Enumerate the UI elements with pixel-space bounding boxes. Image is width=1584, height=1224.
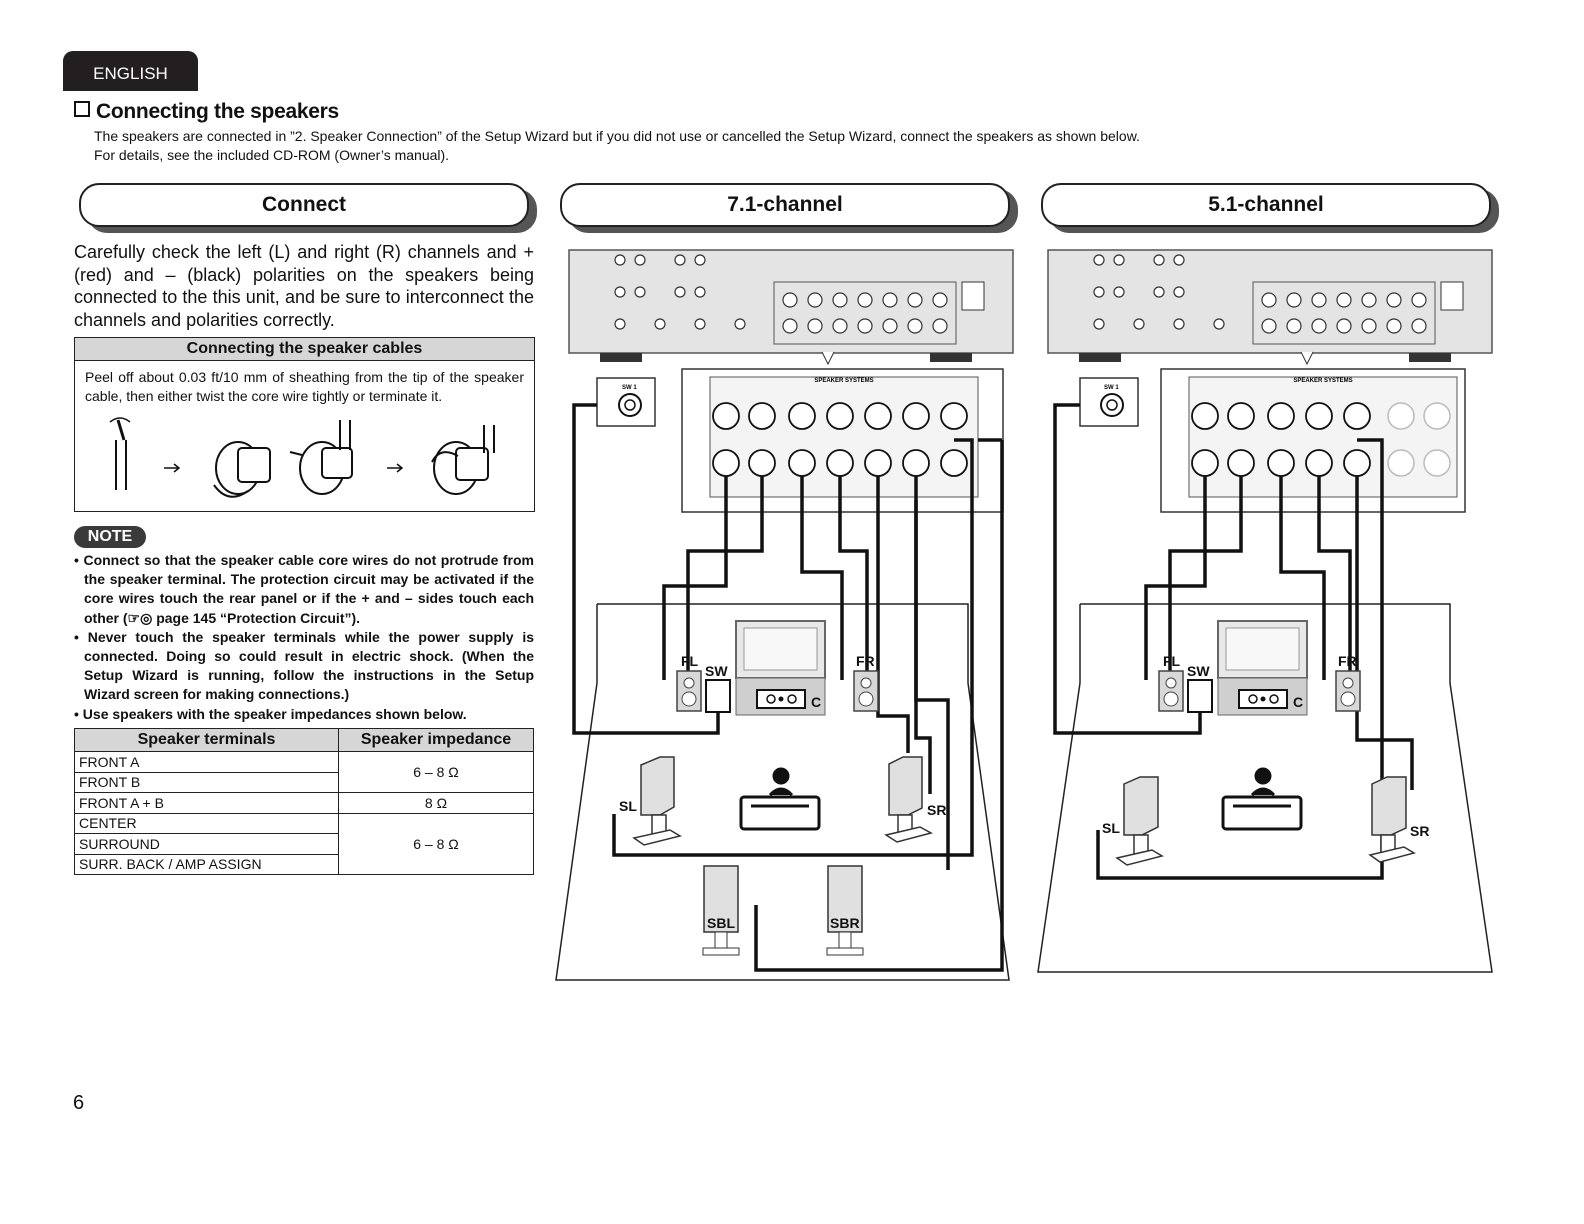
label-c: C <box>811 694 821 710</box>
speaker-wires-71 <box>572 403 1004 972</box>
terminal-cell: SURROUND <box>74 833 339 855</box>
note-list: Connect so that the speaker cable core w… <box>74 551 534 724</box>
terminal-cell: SURR. BACK / AMP ASSIGN <box>74 853 339 875</box>
center-speaker-icon-51 <box>1238 689 1288 709</box>
surround-left-speaker-icon-51 <box>1115 776 1164 866</box>
intro-line-1: The speakers are connected in ”2. Speake… <box>94 128 1140 144</box>
page-number: 6 <box>73 1092 85 1114</box>
label-sr: SR <box>927 802 946 818</box>
subwoofer-icon-71 <box>705 679 731 713</box>
terminal-title: SPEAKER SYSTEMS <box>814 378 873 384</box>
tv-icon-71 <box>735 620 826 716</box>
impedance-cell: 6 – 8 Ω <box>338 812 534 875</box>
channel-71-heading: 7.1-channel <box>560 183 1010 227</box>
impedance-table: Speaker terminals Speaker impedance FRON… <box>74 728 534 875</box>
speaker-cable-instructions: Peel off about 0.03 ft/10 mm of sheathin… <box>85 369 524 404</box>
label-sw: SW <box>1187 663 1210 679</box>
terminal-cell: CENTER <box>74 812 339 834</box>
front-left-speaker-icon-51 <box>1158 670 1184 712</box>
center-speaker-icon-71 <box>756 689 806 709</box>
surround-right-speaker-icon-51 <box>1368 776 1416 863</box>
label-sl: SL <box>1102 820 1120 836</box>
speaker-wires-51 <box>1053 403 1414 880</box>
terminal-title: SPEAKER SYSTEMS <box>1293 378 1352 384</box>
front-left-speaker-icon-71 <box>676 670 702 712</box>
language-tab: ENGLISH <box>63 51 198 91</box>
speaker-terminals-71: SPEAKER SYSTEMS <box>681 368 1004 513</box>
tv-icon-51 <box>1217 620 1308 716</box>
room-outline-71 <box>555 603 1010 981</box>
section-title-text: Connecting the speakers <box>96 100 339 123</box>
speaker-cable-title: Connecting the speaker cables <box>75 338 534 361</box>
surround-left-speaker-icon-71 <box>632 756 682 846</box>
subwoofer-port-51: SW 1 <box>1079 377 1139 427</box>
receiver-rear-panel-51 <box>1047 249 1493 362</box>
receiver-rear-panel-71 <box>568 249 1014 362</box>
sw-port-label: SW 1 <box>622 385 637 391</box>
label-fr: FR <box>856 653 875 669</box>
table-header-row: Speaker terminals Speaker impedance <box>74 728 534 752</box>
note-item: Connect so that the speaker cable core w… <box>74 551 534 628</box>
label-sbr: SBR <box>830 915 860 931</box>
column-header: Speaker impedance <box>338 728 534 752</box>
surround-back-left-speaker-icon-71 <box>702 865 740 956</box>
label-sl: SL <box>619 798 637 814</box>
note-badge: NOTE <box>74 526 146 548</box>
speaker-cable-box: Connecting the speaker cables Peel off a… <box>74 337 535 512</box>
sw-port-label: SW 1 <box>1104 385 1119 391</box>
surround-back-right-speaker-icon-71 <box>826 865 864 956</box>
terminal-cell: FRONT A <box>74 751 339 773</box>
terminal-cell: FRONT A + B <box>74 792 339 814</box>
label-fl: FL <box>681 653 699 669</box>
subwoofer-icon-51 <box>1187 679 1213 713</box>
note-item: Never touch the speaker terminals while … <box>74 628 534 705</box>
label-fr: FR <box>1338 653 1357 669</box>
channel-51-heading: 5.1-channel <box>1041 183 1491 227</box>
section-title: Connecting the speakers <box>74 100 339 124</box>
connect-heading: Connect <box>79 183 529 227</box>
intro-text: The speakers are connected in ”2. Speake… <box>94 127 1140 165</box>
room-outline-51 <box>1037 603 1493 973</box>
sofa-person-icon-71 <box>739 767 821 831</box>
column-header: Speaker terminals <box>74 728 339 752</box>
front-right-speaker-icon-51 <box>1335 670 1361 712</box>
impedance-cell: 8 Ω <box>338 792 534 814</box>
table-row: SURR. BACK / AMP ASSIGN <box>74 853 534 875</box>
checkbox-square-icon <box>74 101 90 117</box>
terminal-cell: FRONT B <box>74 771 339 793</box>
label-sr: SR <box>1410 823 1429 839</box>
note-item: Use speakers with the speaker impedances… <box>74 705 534 724</box>
intro-line-2: For details, see the included CD-ROM (Ow… <box>94 147 450 163</box>
speaker-terminals-51: SPEAKER SYSTEMS <box>1160 368 1466 513</box>
front-right-speaker-icon-71 <box>853 670 879 712</box>
impedance-cell: 6 – 8 Ω <box>338 751 534 793</box>
subwoofer-port-71: SW 1 <box>596 377 656 427</box>
sofa-person-icon-51 <box>1221 767 1303 831</box>
label-sw: SW <box>705 663 728 679</box>
caution-text: Carefully check the left (L) and right (… <box>74 242 534 330</box>
label-sbl: SBL <box>707 915 735 931</box>
surround-right-speaker-icon-71 <box>884 756 934 843</box>
label-c: C <box>1293 694 1303 710</box>
label-fl: FL <box>1163 653 1181 669</box>
